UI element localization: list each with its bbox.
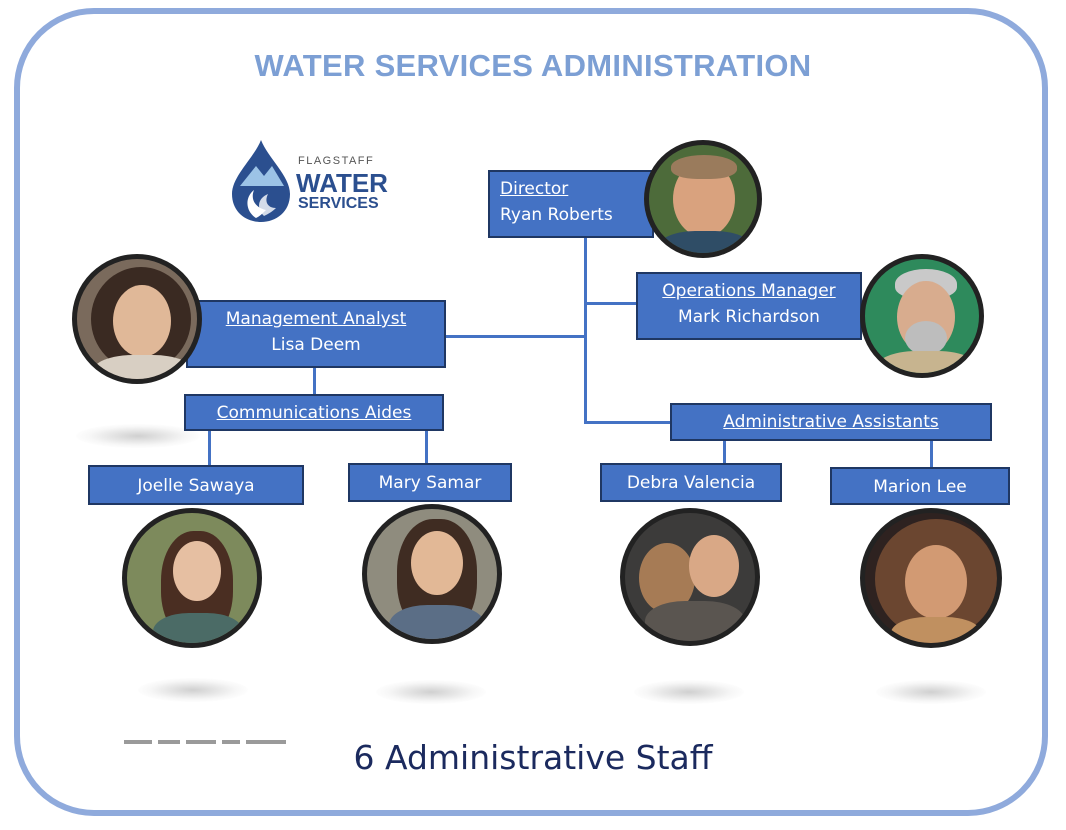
staff-count-caption: 6 Administrative Staff bbox=[353, 738, 713, 777]
logo-line-2: WATER bbox=[296, 168, 388, 198]
management-analyst-box: Management Analyst Lisa Deem bbox=[186, 300, 446, 368]
mary-photo bbox=[362, 504, 502, 644]
communications-aides-box: Communications Aides bbox=[184, 394, 444, 431]
connector-analyst bbox=[446, 335, 586, 338]
connector-assistants-marion bbox=[930, 441, 933, 467]
connector-operations bbox=[584, 302, 640, 305]
connector-admin-assistants bbox=[584, 421, 672, 424]
management-analyst-photo bbox=[72, 254, 202, 384]
administrative-assistants-box: Administrative Assistants bbox=[670, 403, 992, 441]
mary-photo-shadow bbox=[376, 680, 486, 704]
faded-caption-strip bbox=[124, 740, 286, 744]
joelle-photo-shadow bbox=[138, 678, 248, 702]
debra-name: Debra Valencia bbox=[626, 473, 756, 493]
operations-manager-box: Operations Manager Mark Richardson bbox=[636, 272, 862, 340]
logo-line-3: SERVICES bbox=[298, 195, 379, 212]
director-photo bbox=[644, 140, 762, 258]
debra-box: Debra Valencia bbox=[600, 463, 782, 502]
flagstaff-water-logo: FLAGSTAFF WATER SERVICES bbox=[226, 136, 406, 226]
connector-assistants-debra bbox=[723, 441, 726, 463]
operations-name: Mark Richardson bbox=[678, 307, 820, 327]
marion-photo-shadow bbox=[876, 680, 986, 704]
operations-role: Operations Manager bbox=[662, 281, 836, 301]
debra-photo-shadow bbox=[634, 680, 744, 704]
joelle-photo bbox=[122, 508, 262, 648]
analyst-name: Lisa Deem bbox=[271, 335, 361, 355]
marion-photo bbox=[860, 508, 1002, 648]
director-box: Director Ryan Roberts bbox=[488, 170, 654, 238]
admin-assistants-role: Administrative Assistants bbox=[723, 412, 939, 432]
operations-manager-photo bbox=[860, 254, 984, 378]
connector-aides-joelle bbox=[208, 431, 211, 465]
director-name: Ryan Roberts bbox=[500, 205, 613, 225]
mary-name: Mary Samar bbox=[378, 473, 482, 493]
marion-name: Marion Lee bbox=[873, 477, 967, 497]
analyst-photo-shadow bbox=[76, 424, 200, 448]
joelle-name: Joelle Sawaya bbox=[137, 476, 255, 496]
mary-box: Mary Samar bbox=[348, 463, 512, 502]
page-title: WATER SERVICES ADMINISTRATION bbox=[254, 48, 812, 83]
water-drop-icon bbox=[232, 140, 290, 222]
marion-box: Marion Lee bbox=[830, 467, 1010, 505]
logo-line-1: FLAGSTAFF bbox=[298, 155, 375, 167]
director-role: Director bbox=[500, 179, 569, 199]
analyst-role: Management Analyst bbox=[225, 309, 407, 329]
connector-director-trunk bbox=[584, 238, 587, 424]
debra-photo bbox=[620, 508, 760, 646]
connector-aides-mary bbox=[425, 431, 428, 463]
joelle-box: Joelle Sawaya bbox=[88, 465, 304, 505]
comm-aides-role: Communications Aides bbox=[216, 403, 412, 423]
connector-analyst-aides bbox=[313, 368, 316, 394]
